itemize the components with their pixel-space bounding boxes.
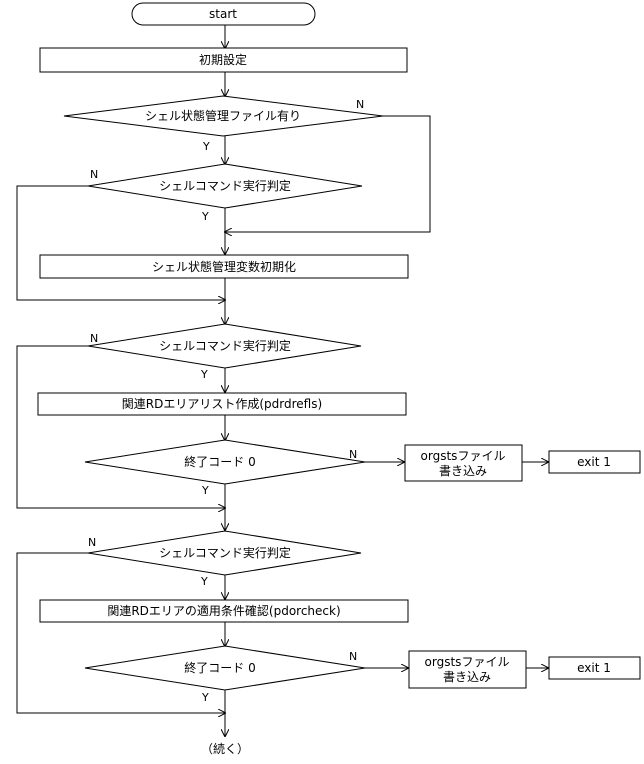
decision-exit-code-2-label: 終了コード 0 <box>184 660 255 675</box>
label-no-decision4: N <box>88 536 96 549</box>
exit-2-label: exit 1 <box>577 661 611 675</box>
label-yes-exitcode1: Y <box>201 484 209 497</box>
label-yes-decision1: Y <box>202 140 210 153</box>
arrow-decision3-no <box>16 345 225 508</box>
check-conditions-process: 関連RDエリアの適用条件確認(pdorcheck) <box>39 599 409 623</box>
label-no-decision3: N <box>90 332 98 345</box>
start-node: start <box>131 2 316 26</box>
exit-1-box: exit 1 <box>548 450 641 474</box>
decision-exit-code-1-label: 終了コード 0 <box>184 454 255 469</box>
branch-labels: N Y N Y N Y N Y N Y N Y <box>88 98 364 704</box>
connectors <box>16 25 548 736</box>
decision-shell-cmd-2: シェルコマンド実行判定 <box>87 323 362 369</box>
init-process: 初期設定 <box>39 47 408 73</box>
exit-1-label: exit 1 <box>577 455 611 469</box>
write-orgsts-2-line2: 書き込み <box>443 670 491 684</box>
create-list-process: 関連RDエリアリスト作成(pdrdrefls) <box>37 392 407 416</box>
label-yes-decision2: Y <box>201 210 209 223</box>
write-orgsts-1-line2: 書き込み <box>439 464 487 478</box>
decision-shell-cmd-3: シェルコマンド実行判定 <box>87 530 362 576</box>
write-orgsts-file-1: orgstsファイル 書き込み <box>404 444 523 482</box>
decision-shell-state-file: シェル状態管理ファイル有り <box>63 95 384 137</box>
label-no-decision1: N <box>356 98 364 111</box>
label-yes-exitcode2: Y <box>201 691 209 704</box>
decision-exit-code-2: 終了コード 0 <box>84 645 366 691</box>
continued-label: （続く） <box>201 742 249 756</box>
init-label: 初期設定 <box>199 52 247 67</box>
write-orgsts-file-2: orgstsファイル 書き込み <box>408 650 527 689</box>
decision-shell-cmd-2-label: シェルコマンド実行判定 <box>159 338 291 353</box>
decision-shell-cmd-1: シェルコマンド実行判定 <box>87 163 363 209</box>
arrow-decision1-no <box>225 115 431 232</box>
exit-2-box: exit 1 <box>548 656 641 680</box>
decision-shell-cmd-1-label: シェルコマンド実行判定 <box>159 178 291 193</box>
decision-exit-code-1: 終了コード 0 <box>84 439 366 485</box>
arrow-decision2-no <box>16 185 225 300</box>
label-no-exitcode2: N <box>349 650 357 663</box>
label-yes-decision4: Y <box>200 575 208 588</box>
write-orgsts-2-line1: orgstsファイル <box>425 655 510 669</box>
check-conditions-label: 関連RDエリアの適用条件確認(pdorcheck) <box>107 603 340 618</box>
decision-shell-state-file-label: シェル状態管理ファイル有り <box>145 108 301 123</box>
decision-shell-cmd-3-label: シェルコマンド実行判定 <box>159 545 291 560</box>
init-vars-process: シェル状態管理変数初期化 <box>39 254 409 279</box>
init-vars-label: シェル状態管理変数初期化 <box>152 259 296 274</box>
label-no-exitcode1: N <box>349 448 357 461</box>
write-orgsts-1-line1: orgstsファイル <box>421 449 506 463</box>
arrow-decision4-no <box>16 552 225 713</box>
label-yes-decision3: Y <box>200 368 208 381</box>
start-label: start <box>209 7 237 21</box>
create-list-label: 関連RDエリアリスト作成(pdrdrefls) <box>122 397 322 411</box>
label-no-decision2: N <box>90 168 98 181</box>
